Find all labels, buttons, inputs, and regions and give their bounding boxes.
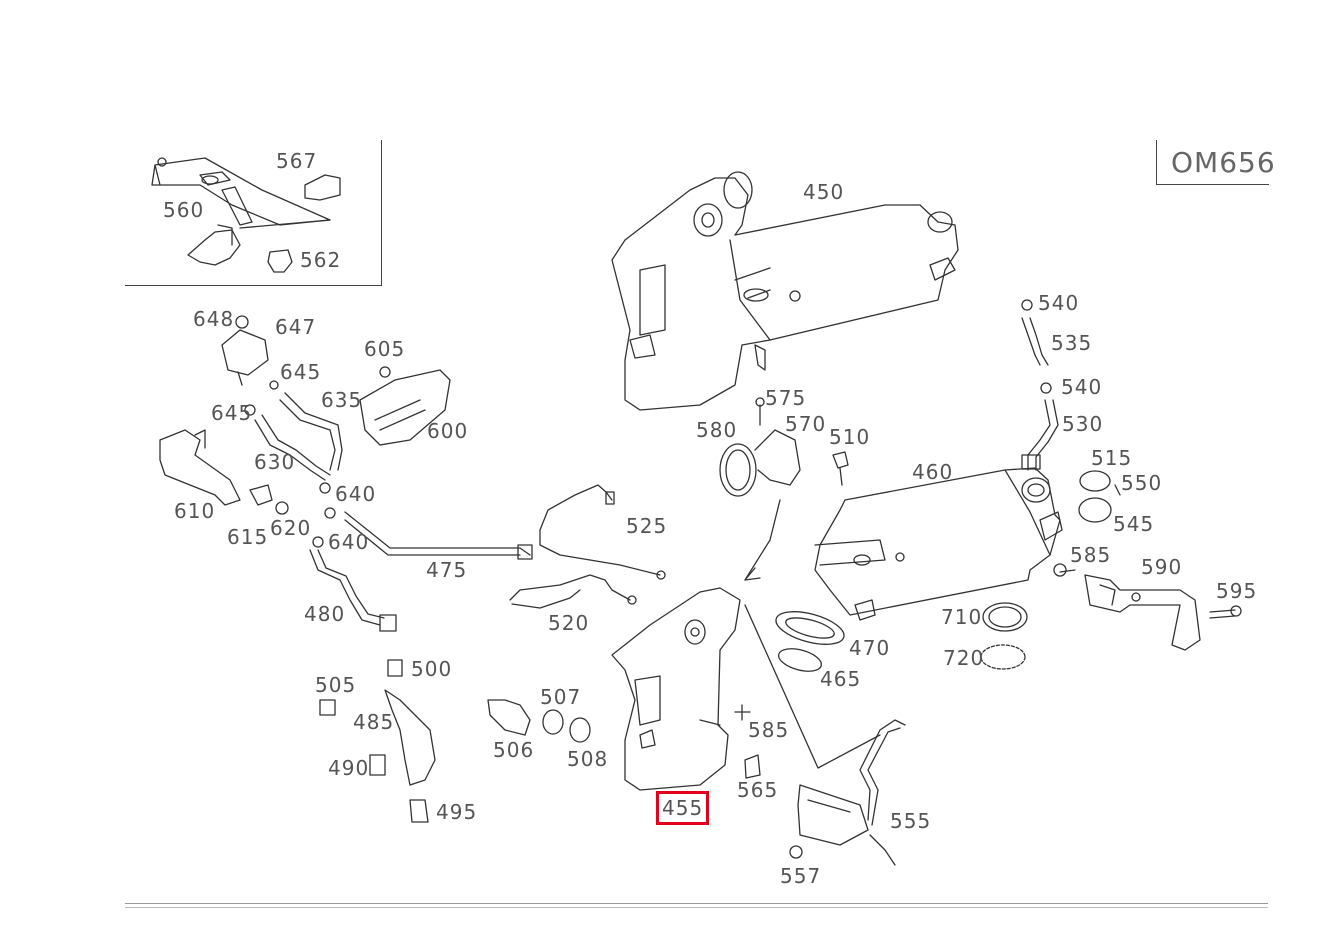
part-label-530[interactable]: 530 <box>1062 412 1104 436</box>
part-label-475[interactable]: 475 <box>426 558 468 582</box>
inset-frame <box>125 140 382 286</box>
part-label-585-right[interactable]: 585 <box>1070 543 1112 567</box>
pipe-group-right-drawing <box>1021 299 1121 523</box>
part-label-560[interactable]: 560 <box>163 198 205 222</box>
part-label-465[interactable]: 465 <box>820 667 862 691</box>
part-label-645-right[interactable]: 645 <box>280 360 322 384</box>
inset-bracket-drawing <box>151 157 341 273</box>
dpf-upper-drawing <box>611 171 959 411</box>
clamp-group-drawing <box>719 397 849 581</box>
part-label-640-lower[interactable]: 640 <box>328 530 370 554</box>
part-label-570[interactable]: 570 <box>785 412 827 436</box>
engine-code-box: OM656 <box>1156 140 1275 185</box>
part-label-590[interactable]: 590 <box>1141 555 1183 579</box>
part-label-480[interactable]: 480 <box>304 602 346 626</box>
part-label-710[interactable]: 710 <box>941 605 983 629</box>
part-label-610[interactable]: 610 <box>174 499 216 523</box>
part-label-490[interactable]: 490 <box>328 756 370 780</box>
part-label-605[interactable]: 605 <box>364 337 406 361</box>
gasket-group-drawing <box>775 602 1028 672</box>
part-label-520[interactable]: 520 <box>548 611 590 635</box>
bracket-590-drawing <box>1053 563 1242 651</box>
part-label-505[interactable]: 505 <box>315 673 357 697</box>
dpf-lower-drawing <box>814 467 1063 621</box>
part-label-615[interactable]: 615 <box>227 525 269 549</box>
sensor-lines-drawing <box>309 484 666 632</box>
actuator-group-left-drawing <box>159 315 451 548</box>
part-label-545[interactable]: 545 <box>1113 512 1155 536</box>
part-label-506[interactable]: 506 <box>493 738 535 762</box>
part-label-565[interactable]: 565 <box>737 778 779 802</box>
part-label-575[interactable]: 575 <box>765 386 807 410</box>
part-label-585-lower[interactable]: 585 <box>748 718 790 742</box>
catalyst-455-drawing <box>611 587 741 791</box>
part-label-630[interactable]: 630 <box>254 450 296 474</box>
part-label-557[interactable]: 557 <box>780 864 822 888</box>
part-label-470[interactable]: 470 <box>849 636 891 660</box>
small-parts-drawing <box>319 659 761 823</box>
bottom-divider <box>125 903 1268 908</box>
part-label-567[interactable]: 567 <box>276 149 318 173</box>
part-label-455[interactable]: 455 <box>655 791 710 825</box>
part-label-495[interactable]: 495 <box>436 800 478 824</box>
part-label-648[interactable]: 648 <box>193 307 235 331</box>
part-label-640-upper[interactable]: 640 <box>335 482 377 506</box>
part-label-720[interactable]: 720 <box>943 646 985 670</box>
part-label-485[interactable]: 485 <box>353 710 395 734</box>
part-label-515[interactable]: 515 <box>1091 446 1133 470</box>
part-label-645-left[interactable]: 645 <box>211 401 253 425</box>
engine-code-label: OM656 <box>1171 146 1276 179</box>
part-label-507[interactable]: 507 <box>540 685 582 709</box>
part-label-620[interactable]: 620 <box>270 516 312 540</box>
part-label-600[interactable]: 600 <box>427 419 469 443</box>
part-label-550[interactable]: 550 <box>1121 471 1163 495</box>
part-label-555[interactable]: 555 <box>890 809 932 833</box>
part-label-540-top[interactable]: 540 <box>1038 291 1080 315</box>
part-label-535[interactable]: 535 <box>1051 331 1093 355</box>
part-label-460[interactable]: 460 <box>912 460 954 484</box>
part-label-562[interactable]: 562 <box>300 248 342 272</box>
part-label-595[interactable]: 595 <box>1216 579 1258 603</box>
part-label-525[interactable]: 525 <box>626 514 668 538</box>
part-label-508[interactable]: 508 <box>567 747 609 771</box>
part-label-580[interactable]: 580 <box>696 418 738 442</box>
part-label-510[interactable]: 510 <box>829 425 871 449</box>
part-label-540-bottom[interactable]: 540 <box>1061 375 1103 399</box>
part-label-635[interactable]: 635 <box>321 388 363 412</box>
part-label-500[interactable]: 500 <box>411 657 453 681</box>
nox-sensor-drawing <box>744 604 906 866</box>
part-label-450[interactable]: 450 <box>803 180 845 204</box>
part-label-647[interactable]: 647 <box>275 315 317 339</box>
